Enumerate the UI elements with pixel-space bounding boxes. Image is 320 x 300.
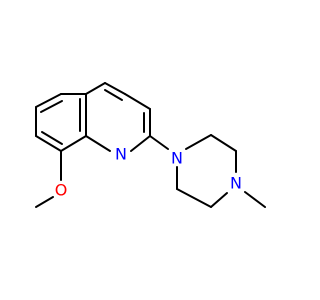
diagram-background	[0, 0, 300, 300]
bond-c7-c8	[35, 135, 62, 152]
bond-c7-c8-inner	[41, 131, 63, 145]
bond-pip-c5-c6	[176, 188, 212, 208]
bond-c4-c3-inner	[104, 89, 123, 101]
bond-c4a-c4	[85, 82, 106, 95]
atom-label-piperazine-nitrogen-4: N	[230, 174, 242, 193]
atom-label-piperazine-nitrogen-1: N	[171, 149, 183, 168]
bond-lines	[35, 82, 266, 208]
bond-n1-c8a-a	[130, 135, 151, 152]
bond-c2-npip	[149, 135, 169, 150]
bond-c5-c6	[35, 93, 62, 108]
atom-label-ring-nitrogen: N	[115, 145, 127, 164]
bond-npip4-ch3	[244, 191, 266, 208]
chemical-structure-diagram: N N N O	[0, 0, 300, 300]
bond-c8-c8a	[60, 135, 87, 152]
atom-labels: N N N O	[55, 145, 242, 200]
atom-label-methoxy-oxygen: O	[55, 181, 68, 200]
bond-c3-c2	[124, 93, 151, 110]
bond-o-ch3	[35, 196, 54, 208]
bond-c4-c3	[104, 82, 126, 95]
bond-c5-c6-inner	[40, 100, 63, 113]
bond-pip-n4-c5	[210, 192, 228, 208]
bond-n1-c8a-b	[85, 135, 111, 152]
bond-pip-c2-c3	[210, 134, 237, 152]
bond-pip-n1-c2	[185, 134, 212, 150]
